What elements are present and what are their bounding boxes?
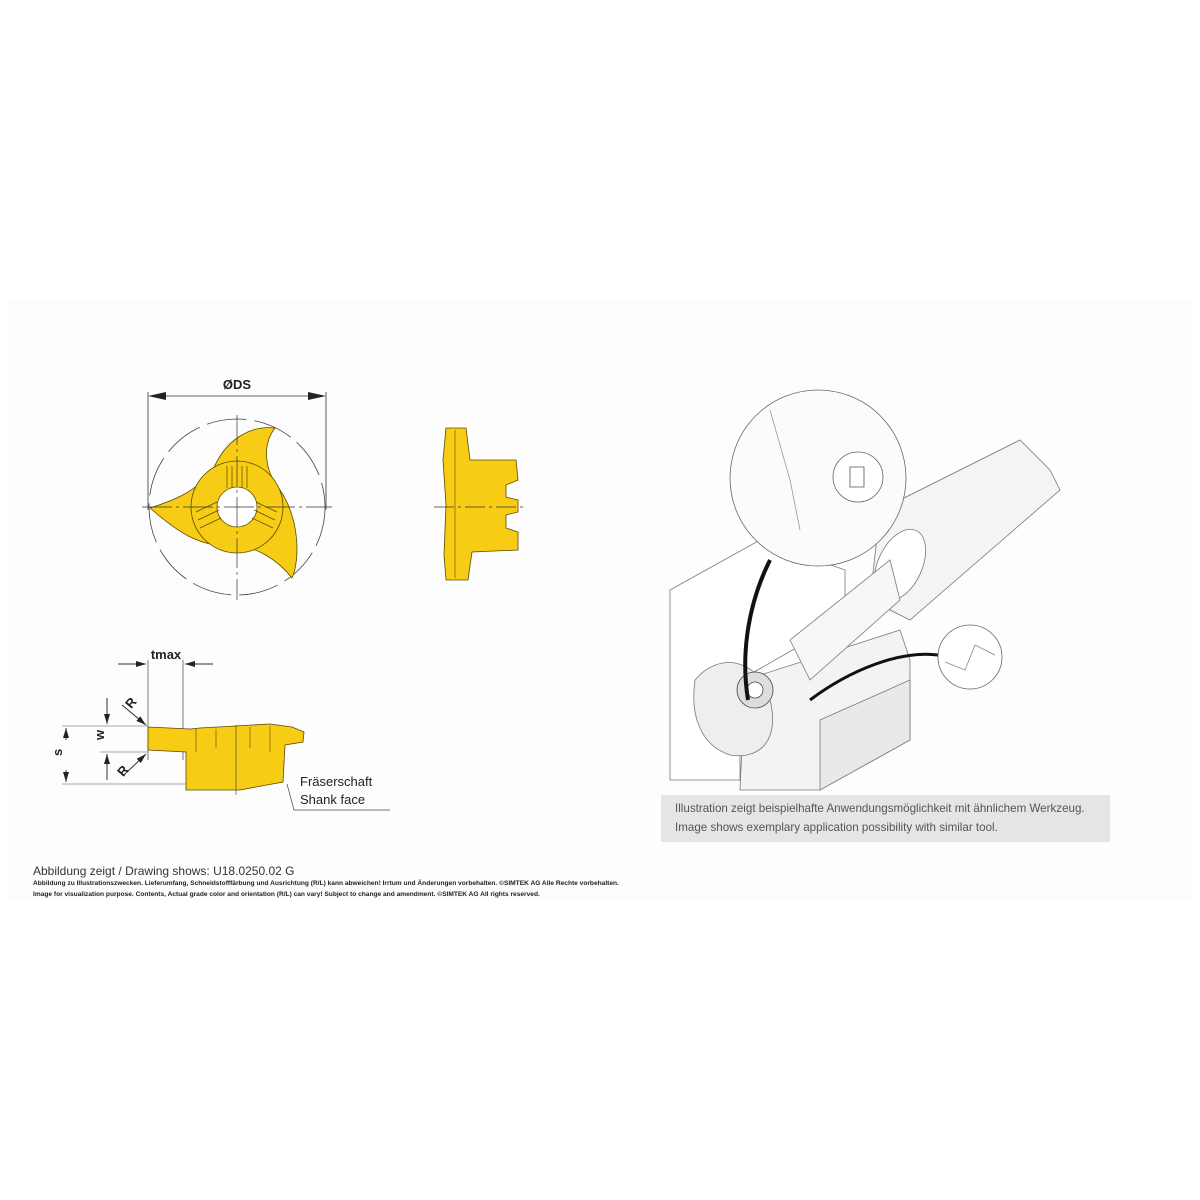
insert-side-view [434,427,526,581]
radius-bottom-label: R [114,762,132,779]
application-illustration [669,389,1061,791]
w-dim-label: w [92,729,107,741]
drawing-shows-label: Abbildung zeigt / Drawing shows: U18.025… [33,864,295,878]
illustration-caption: Illustration zeigt beispielhafte Anwendu… [661,795,1110,842]
disclaimer-de: Abbildung zu Illustrationszwecken. Liefe… [33,880,619,887]
radius-top-label: R [122,694,140,711]
s-dim-label: s [50,749,65,756]
shank-face-label-de: Fräserschaft [300,774,373,789]
diameter-dim-label: ØDS [223,377,252,392]
footer: Abbildung zeigt / Drawing shows: U18.025… [33,864,619,900]
caption-de: Illustration zeigt beispielhafte Anwendu… [675,802,1085,815]
tmax-dim-label: tmax [151,647,182,662]
caption-en: Image shows exemplary application possib… [675,821,998,834]
insert-front-view: ØDS [142,377,332,600]
disclaimer-en: Image for visualization purpose. Content… [33,891,540,898]
shank-face-label-en: Shank face [300,792,365,807]
insert-section-view: tmax s w R R Fräserschaft Shank face [50,647,390,811]
